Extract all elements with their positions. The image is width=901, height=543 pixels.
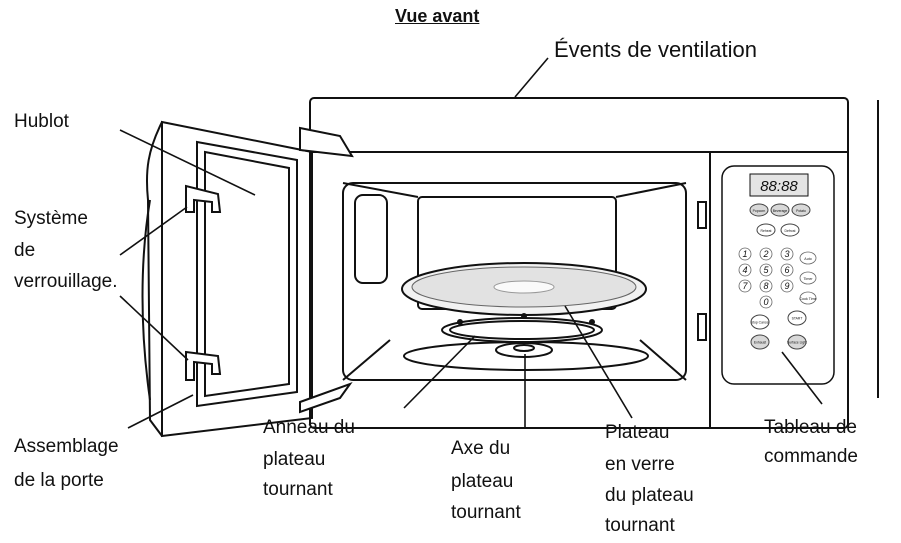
label-door-1: Assemblage [14, 436, 119, 457]
label-door-2: de la porte [14, 470, 104, 491]
panel-bottom-button [750, 334, 770, 350]
keypad-key-text: 1 [742, 249, 747, 259]
keypad-key-text: 6 [784, 265, 789, 275]
panel-side-key-text: Auto [804, 257, 811, 261]
panel-side-key-text: Timer [803, 277, 813, 281]
keypad-key-2 [759, 247, 773, 261]
label-ring-3: tournant [263, 479, 333, 500]
microwave-cabinet [309, 97, 849, 429]
keypad-key-text: 4 [742, 265, 747, 275]
panel-button-popcorn [749, 203, 769, 217]
keypad-key-text: 8 [763, 281, 768, 291]
glass-tray-drawing [401, 262, 647, 325]
panel-bottom-button-text: Surface Light [787, 341, 807, 345]
label-axle-1: Axe du [451, 438, 511, 459]
label-panel-2: commande [764, 446, 858, 467]
panel-side-key [799, 271, 817, 285]
keypad-key-3 [780, 247, 794, 261]
panel-button-potato [791, 203, 811, 217]
keypad-key-0 [759, 295, 773, 309]
display-readout: 88:88 [760, 178, 798, 195]
label-ring-2: plateau [263, 449, 326, 470]
label-glass-4: tournant [605, 515, 675, 536]
label-axle-3: tournant [451, 502, 521, 523]
keypad-key-text: 3 [784, 249, 789, 259]
panel-bottom-button-text: START [792, 317, 803, 321]
label-glass-1: Plateau [605, 422, 670, 443]
panel-button-text: Defrost [785, 229, 796, 233]
keypad-key-8 [759, 279, 773, 293]
keypad-key-1 [738, 247, 752, 261]
label-latch-2: de [14, 240, 36, 261]
panel-button-reheat [756, 223, 776, 237]
keypad-key-text: 7 [742, 281, 748, 291]
panel-button-text: Beverage [773, 209, 788, 213]
panel-button-defrost [780, 223, 800, 237]
label-panel-1: Tableau de [764, 417, 857, 438]
label-ring-1: Anneau du [263, 417, 355, 438]
keypad-key-9 [780, 279, 794, 293]
leader-lines [119, 57, 823, 429]
latch-bottom [185, 350, 222, 381]
panel-button-text: Potato [796, 209, 806, 213]
panel-bottom-button [787, 334, 807, 350]
keypad-key-6 [780, 263, 794, 277]
keypad-key-text: 5 [763, 265, 769, 275]
label-window: Hublot [14, 111, 69, 132]
panel-bottom-button-text: Stop Cancel [751, 321, 770, 325]
label-latch-3: verrouillage. [14, 271, 118, 292]
door-drawing [141, 120, 354, 438]
keypad-key-text: 0 [763, 297, 768, 307]
control-panel-drawing: 88:88 Popcorn Beverage Potato Reheat Defros… [721, 165, 835, 385]
keypad-key-5 [759, 263, 773, 277]
panel-side-key [799, 251, 817, 265]
panel-button-text: Popcorn [753, 209, 766, 213]
label-glass-3: du plateau [605, 485, 694, 506]
panel-bottom-button [787, 310, 807, 326]
label-axle-2: plateau [451, 471, 514, 492]
panel-side-key [799, 291, 817, 305]
keypad-key-7 [738, 279, 752, 293]
latch-top [185, 184, 222, 213]
panel-button-beverage [770, 203, 790, 217]
turntable-axle-drawing [495, 342, 553, 358]
figure-title: Vue avant [395, 6, 480, 26]
keypad-key-4 [738, 263, 752, 277]
label-vents: Évents de ventilation [554, 37, 758, 62]
panel-button-text: Reheat [761, 229, 772, 233]
keypad-key-text: 9 [784, 281, 789, 291]
oven-cavity [342, 182, 707, 381]
keypad-key-text: 2 [762, 249, 768, 259]
panel-bottom-button [750, 314, 770, 330]
label-glass-2: en verre [605, 454, 675, 475]
panel-bottom-button-text: Exhaust [754, 341, 766, 345]
panel-side-key-text: Cook Time [799, 297, 816, 301]
label-latch-1: Système [14, 208, 88, 229]
